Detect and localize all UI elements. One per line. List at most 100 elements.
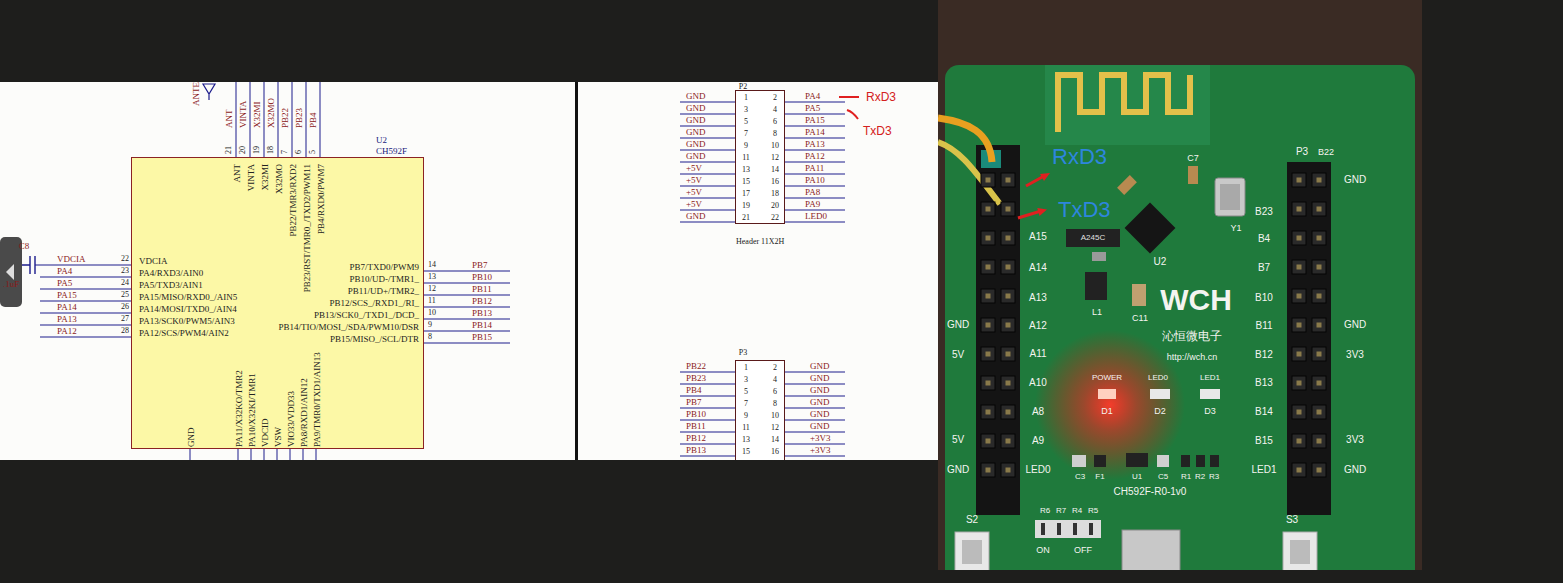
header-pin: [1006, 294, 1011, 299]
pin-name: PB23/RST/TMR0_/TXD2/PWM11: [303, 164, 312, 292]
pin-number: 3: [744, 106, 748, 114]
resistor: [1210, 455, 1219, 467]
header-pin: [1006, 265, 1011, 270]
net-label: +3V3: [810, 434, 831, 443]
header-pin: [1006, 439, 1011, 444]
header-pin: [986, 323, 991, 328]
wire: [320, 82, 321, 157]
header-pin: [1312, 347, 1326, 361]
wire: [680, 384, 735, 385]
wire: [785, 372, 845, 373]
pin-number: 12: [428, 285, 436, 293]
part-ref: P2: [739, 83, 747, 91]
smd-part: [1092, 252, 1106, 261]
header-pin: [1297, 294, 1302, 299]
pin-number: 10: [771, 142, 779, 150]
silkscreen-label: U2: [1154, 257, 1167, 267]
wire: [680, 186, 735, 187]
net-label: PA14: [57, 303, 77, 312]
pin-name: PB10/UD-/TMR1_: [349, 275, 419, 284]
pin-number: 15: [742, 448, 750, 456]
annotation: TxD3: [1058, 199, 1111, 221]
header-pin: [1006, 410, 1011, 415]
net-label: VDCIA: [57, 255, 86, 264]
pin-number: 18: [771, 190, 779, 198]
net-label: LED0: [805, 212, 827, 221]
pin-number: 28: [121, 327, 129, 335]
header-pin: [1312, 260, 1326, 274]
silkscreen-label: 3V3: [1346, 435, 1364, 445]
silkscreen-label: B11: [1255, 321, 1272, 331]
net-label: +5V: [686, 188, 702, 197]
net-label: GND: [810, 410, 830, 419]
net-label: PB12: [472, 297, 492, 306]
jumper-wire: [938, 118, 992, 162]
net-label: GND: [810, 362, 830, 371]
pin-name: PA14/MOSI/TXD0_/AIN4: [139, 305, 237, 314]
wire: [424, 331, 510, 332]
wire: [785, 126, 845, 127]
net-label: PA15: [57, 291, 77, 300]
push-button: [962, 540, 982, 564]
wire: [303, 449, 304, 460]
silkscreen-label: B4: [1258, 234, 1270, 244]
antenna-symbol: [203, 84, 215, 100]
capacitor: [1188, 166, 1198, 184]
silkscreen-label: A14: [1029, 263, 1047, 273]
wire: [785, 114, 845, 115]
net-label: PB7: [472, 261, 488, 270]
pin-number: 19: [742, 202, 750, 210]
circuit-board: [945, 65, 1415, 570]
pin-number: 26: [121, 303, 129, 311]
wire: [785, 432, 845, 433]
silkscreen-label: B10: [1255, 293, 1273, 303]
wire: [680, 174, 735, 175]
silkscreen-label: LED1: [1200, 374, 1220, 382]
net-label: +5V: [686, 164, 702, 173]
header-pin: [981, 434, 995, 448]
led-glow: [1035, 330, 1185, 480]
annotation: TxD3: [863, 125, 892, 137]
silkscreen-label: 3V3: [1346, 350, 1364, 360]
net-label: GND: [686, 140, 706, 149]
wire: [785, 102, 845, 103]
smd-part: [1094, 455, 1106, 467]
pin-name: VSW: [274, 427, 283, 447]
pin-number: 18: [267, 146, 275, 154]
silkscreen-label: 5V: [952, 435, 964, 445]
header-pin: [1297, 236, 1302, 241]
header-pin: [1292, 463, 1306, 477]
crystal: [1220, 184, 1240, 210]
pin-number: 13: [428, 273, 436, 281]
wire: [680, 420, 735, 421]
header-pin: [1292, 405, 1306, 419]
wire: [40, 289, 131, 290]
pin-number: 11: [742, 154, 750, 162]
net-label: PA15: [805, 116, 825, 125]
wire: [680, 408, 735, 409]
wire: [785, 150, 845, 151]
net-label: PA12: [805, 152, 825, 161]
silkscreen-label: WCH: [1160, 285, 1232, 315]
silkscreen-label: 沁恒微电子: [1162, 330, 1222, 342]
board-photo: [938, 0, 1422, 570]
schematic-panel: [0, 82, 575, 460]
smd-part: [1157, 455, 1169, 467]
wire: [250, 82, 251, 157]
wire: [785, 222, 845, 223]
wire: [680, 150, 735, 151]
silkscreen-label: A8: [1032, 407, 1044, 417]
header-pin: [981, 405, 995, 419]
silkscreen-label: R7: [1056, 507, 1066, 515]
part-value: Header 11X2H: [736, 238, 784, 246]
pin-number: 6: [295, 150, 303, 154]
wire: [785, 198, 845, 199]
pin-number: 9: [744, 412, 748, 420]
silkscreen-label: LED0: [1025, 465, 1050, 475]
annotation-mark: [847, 110, 858, 119]
pin-number: 7: [744, 130, 748, 138]
pin-number: 4: [773, 376, 777, 384]
silkscreen-label: R5: [1088, 507, 1098, 515]
pin-name: VDCID: [261, 419, 270, 448]
net-label: GND: [686, 212, 706, 221]
